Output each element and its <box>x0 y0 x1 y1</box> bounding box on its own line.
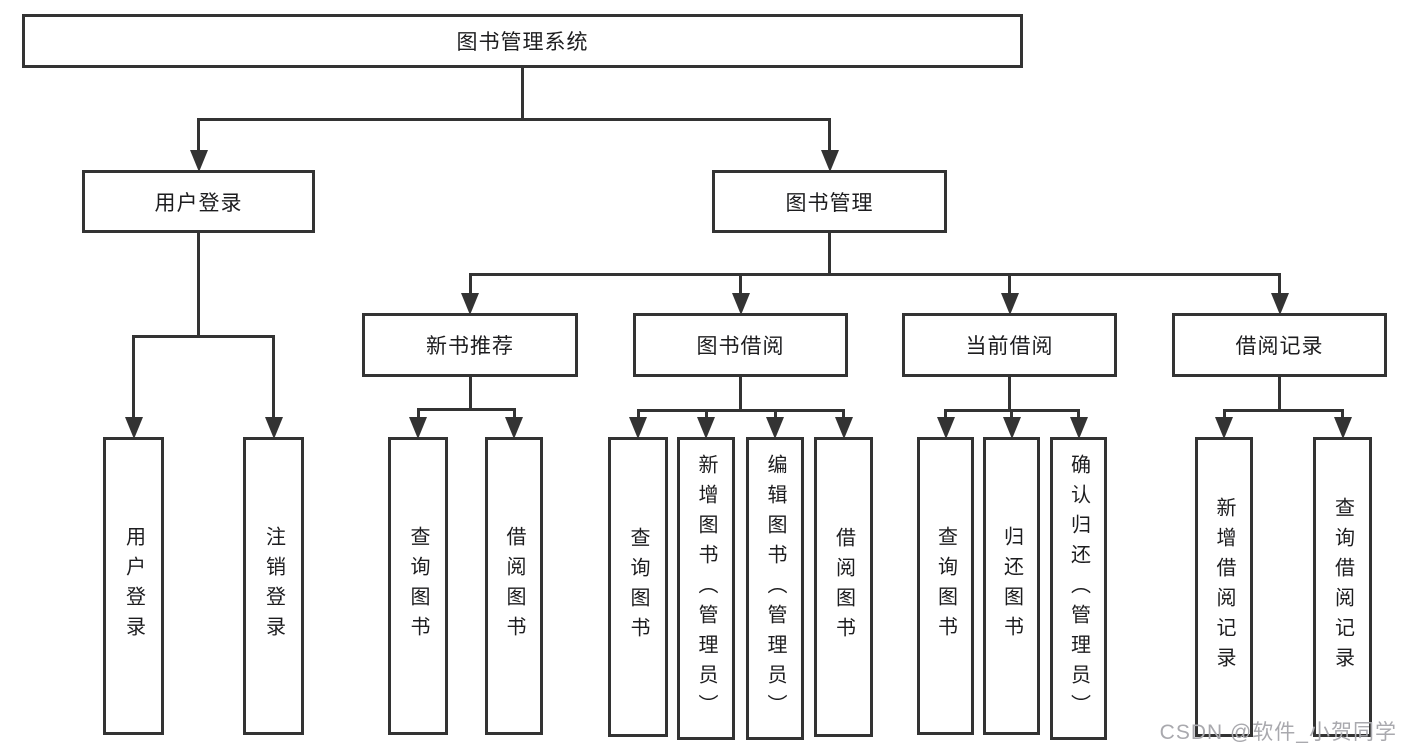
node-library-management-system: 图书管理系统 <box>22 14 1023 68</box>
arrow-down-icon <box>1000 293 1019 315</box>
connector-line <box>636 409 640 419</box>
node-label: 查询图书 <box>934 526 957 646</box>
connector-line <box>468 273 1281 276</box>
node-leaf-bb-query-books: 查询图书 <box>608 437 668 737</box>
connector-line <box>1008 273 1011 295</box>
node-leaf-cb-confirm-return-admin: 确认归还（管理员） <box>1050 437 1107 740</box>
node-user-login-module: 用户登录 <box>82 170 315 233</box>
node-label: 借阅记录 <box>1235 335 1324 358</box>
node-leaf-user-login: 用户登录 <box>103 437 164 735</box>
arrow-down-icon <box>505 417 523 439</box>
connector-line <box>1222 409 1344 412</box>
node-label: 图书管理系统 <box>456 31 589 54</box>
node-label: 编辑图书（管理员） <box>764 453 786 724</box>
connector-line <box>828 118 831 152</box>
node-label: 当前借阅 <box>965 335 1054 358</box>
connector-line <box>842 409 845 419</box>
arrow-down-icon <box>697 417 715 439</box>
node-leaf-bb-add-books-admin: 新增图书（管理员） <box>677 437 735 740</box>
csdn-watermark: CSDN @软件_小贺同学 <box>1159 721 1397 744</box>
node-label: 用户登录 <box>154 191 243 215</box>
connector-line <box>197 118 831 121</box>
node-label: 借阅图书 <box>832 527 855 647</box>
connector-line <box>468 377 472 411</box>
arrow-down-icon <box>124 417 143 439</box>
connector-line <box>944 409 947 419</box>
connector-line <box>132 335 275 338</box>
node-leaf-nbr-borrow-books: 借阅图书 <box>485 437 543 735</box>
node-label: 借阅图书 <box>503 526 525 646</box>
connector-line <box>636 409 845 412</box>
arrow-down-icon <box>1215 417 1233 439</box>
connector-line <box>1341 409 1344 419</box>
node-leaf-bb-edit-books-admin: 编辑图书（管理员） <box>746 437 804 740</box>
arrow-down-icon <box>936 417 955 439</box>
node-leaf-bb-borrow-books: 借阅图书 <box>814 437 873 737</box>
connector-line <box>739 377 742 412</box>
arrow-down-icon <box>1333 417 1352 439</box>
node-leaf-br-add-record: 新增借阅记录 <box>1195 437 1253 737</box>
connector-line <box>1010 409 1013 419</box>
node-label: 归还图书 <box>1000 526 1023 646</box>
connector-line <box>1278 377 1281 412</box>
node-leaf-br-query-record: 查询借阅记录 <box>1313 437 1372 737</box>
connector-line <box>1008 377 1011 412</box>
node-label: 查询借阅记录 <box>1331 497 1354 677</box>
node-label: 用户登录 <box>122 526 145 646</box>
node-label: 新增图书（管理员） <box>695 453 717 724</box>
connector-line <box>132 335 135 419</box>
arrow-down-icon <box>1069 417 1088 439</box>
connector-line <box>704 409 708 419</box>
node-new-book-recommend: 新书推荐 <box>362 313 578 377</box>
node-current-borrow: 当前借阅 <box>902 313 1117 377</box>
node-borrow-records: 借阅记录 <box>1172 313 1387 377</box>
connector-line <box>828 233 831 276</box>
arrow-down-icon <box>461 293 479 315</box>
node-label: 查询图书 <box>407 526 429 646</box>
node-book-management-module: 图书管理 <box>712 170 947 233</box>
node-label: 新书推荐 <box>426 335 514 358</box>
connector-line <box>773 409 777 419</box>
connector-line <box>512 408 516 419</box>
connector-line <box>272 335 275 419</box>
arrow-down-icon <box>1002 417 1021 439</box>
node-label: 确认归还（管理员） <box>1067 453 1090 724</box>
connector-line <box>197 233 200 338</box>
arrow-down-icon <box>409 417 427 439</box>
node-leaf-cb-return-books: 归还图书 <box>983 437 1040 735</box>
arrow-down-icon <box>834 417 853 439</box>
arrow-down-icon <box>820 150 839 172</box>
node-book-borrow: 图书借阅 <box>633 313 848 377</box>
connector-line <box>1278 273 1281 295</box>
connector-line <box>468 273 472 295</box>
connector-line <box>197 118 200 152</box>
arrow-down-icon <box>189 150 208 172</box>
connector-line <box>416 408 420 419</box>
connector-line <box>739 273 742 295</box>
node-leaf-cb-query-books: 查询图书 <box>917 437 974 735</box>
arrow-down-icon <box>731 293 750 315</box>
connector-line <box>416 408 516 411</box>
node-label: 图书借阅 <box>696 335 785 358</box>
arrow-down-icon <box>264 417 283 439</box>
node-label: 新增借阅记录 <box>1213 497 1235 677</box>
arrow-down-icon <box>1270 293 1289 315</box>
node-label: 图书管理 <box>785 191 874 215</box>
connector-line <box>1077 409 1080 419</box>
connector-line <box>1222 409 1226 419</box>
arrow-down-icon <box>629 417 647 439</box>
node-label: 注销登录 <box>262 526 285 646</box>
node-leaf-logout: 注销登录 <box>243 437 304 735</box>
arrow-down-icon <box>766 417 784 439</box>
connector-line <box>521 68 524 121</box>
node-label: 查询图书 <box>627 527 649 647</box>
node-leaf-nbr-query-books: 查询图书 <box>388 437 448 735</box>
